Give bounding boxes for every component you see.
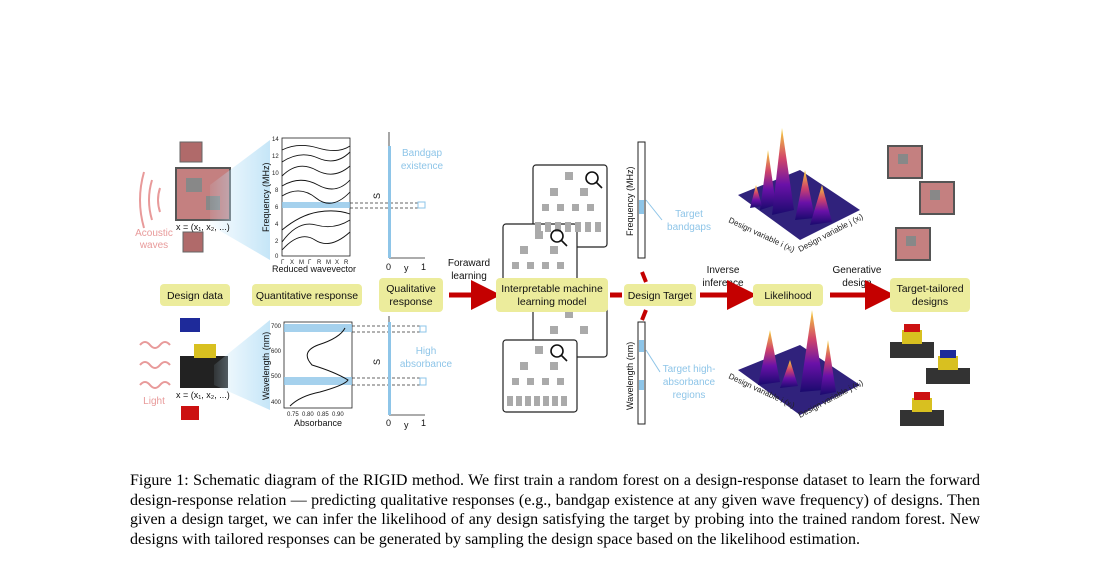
svg-text:2: 2: [275, 239, 279, 245]
band-structure-plot: 14 12 10 8 6 4 2 0 Γ X M Γ R M X R Reduc…: [261, 137, 356, 274]
svg-text:Qualitative: Qualitative: [386, 283, 436, 295]
svg-text:Design Target: Design Target: [628, 290, 693, 302]
svg-text:0.80: 0.80: [302, 412, 314, 418]
generated-optical-stacks: [890, 324, 970, 426]
svg-text:Target: Target: [675, 209, 703, 220]
svg-text:Target high-: Target high-: [663, 364, 716, 375]
top-design-formula: x = (x₁, x₂, ...): [176, 222, 230, 232]
svg-text:1: 1: [421, 418, 426, 428]
svg-text:inference: inference: [702, 278, 744, 289]
svg-text:400: 400: [271, 400, 282, 406]
likelihood-surface-bottom: Design variable i (xᵢ) Design variable j…: [727, 310, 865, 420]
projection-dashes: [350, 202, 420, 209]
svg-text:0: 0: [275, 254, 279, 260]
svg-text:y: y: [404, 420, 409, 430]
forward-learning-label-2: learning: [451, 271, 487, 282]
svg-text:0.85: 0.85: [317, 412, 329, 418]
svg-text:X: X: [335, 260, 339, 266]
high-absorbance-plot: S 0 y 1 High absorbance: [372, 316, 453, 430]
projection-cone: [210, 140, 270, 260]
svg-text:6: 6: [275, 205, 279, 211]
svg-text:0.90: 0.90: [332, 412, 344, 418]
svg-text:High: High: [416, 346, 437, 357]
svg-text:Wavelength (nm): Wavelength (nm): [261, 332, 271, 400]
svg-text:Wavelength (nm): Wavelength (nm): [625, 342, 635, 410]
likelihood-tag: [753, 284, 823, 306]
svg-text:absorbance: absorbance: [400, 359, 453, 370]
magnifier-icon: [550, 171, 603, 362]
svg-text:Quantitative response: Quantitative response: [256, 290, 358, 302]
figure-caption: Figure 1: Schematic diagram of the RIGID…: [130, 472, 980, 548]
light-label: Light: [143, 396, 165, 407]
svg-text:8: 8: [275, 188, 279, 194]
svg-text:500: 500: [271, 374, 282, 380]
likelihood-surface-top: Design variable i (xᵢ) Design variable j…: [727, 128, 865, 254]
target-tailored-tag: [890, 278, 970, 312]
svg-text:Generative: Generative: [833, 265, 882, 276]
svg-text:R: R: [317, 260, 322, 266]
svg-text:Γ: Γ: [308, 260, 312, 266]
acoustic-label-1: Acoustic: [135, 228, 173, 239]
svg-text:Absorbance: Absorbance: [294, 418, 342, 428]
qualitative-response-tag: [379, 278, 443, 312]
svg-text:Γ: Γ: [281, 260, 285, 266]
random-forest-trees: [502, 164, 608, 413]
svg-text:600: 600: [271, 349, 282, 355]
svg-text:Interpretable machine: Interpretable machine: [501, 283, 603, 295]
svg-text:R: R: [344, 260, 349, 266]
svg-text:M: M: [299, 260, 304, 266]
svg-text:absorbance: absorbance: [663, 377, 716, 388]
band-xlabel: Reduced wavevector: [272, 264, 356, 274]
forward-learning-label-1: Foraward: [448, 258, 490, 269]
svg-text:1: 1: [421, 262, 426, 272]
svg-text:existence: existence: [401, 161, 444, 172]
svg-text:Bandgap: Bandgap: [402, 148, 442, 159]
svg-text:Target-tailored: Target-tailored: [896, 283, 963, 295]
bottom-design-formula: x = (x₁, x₂, ...): [176, 390, 230, 400]
target-bandgap-bar: Frequency (MHz) Target bandgaps: [625, 141, 711, 259]
svg-text:learning model: learning model: [518, 296, 587, 308]
svg-text:14: 14: [272, 137, 279, 143]
generated-lattice-cubes: [887, 145, 955, 261]
ml-model-tag: [496, 278, 608, 312]
svg-text:designs: designs: [912, 296, 948, 308]
svg-text:regions: regions: [673, 390, 706, 401]
svg-text:Likelihood: Likelihood: [764, 290, 811, 302]
svg-text:0.75: 0.75: [287, 412, 299, 418]
svg-text:4: 4: [275, 222, 279, 228]
svg-text:S: S: [372, 359, 382, 365]
design-target-tag: [624, 284, 696, 306]
projection-cone-bottom: [214, 320, 270, 410]
svg-text:X: X: [290, 260, 294, 266]
light-waves-icon: [139, 341, 171, 389]
band-ylabel: Frequency (MHz): [261, 162, 271, 232]
svg-text:response: response: [389, 296, 432, 308]
target-absorbance-bar: Wavelength (nm) Target high- absorbance …: [625, 321, 716, 425]
svg-text:0: 0: [386, 418, 391, 428]
svg-text:Design data: Design data: [167, 290, 223, 302]
svg-text:12: 12: [272, 154, 279, 160]
absorbance-plot: 700 600 500 400 0.75 0.80 0.85 0.90 Abso…: [261, 321, 353, 428]
svg-text:y: y: [404, 263, 409, 273]
bandgap-existence-plot: S 0 y 1 Bandgap existence: [372, 132, 444, 273]
acoustic-label-2: waves: [139, 240, 168, 251]
design-data-tag: [160, 284, 230, 306]
svg-text:bandgaps: bandgaps: [667, 222, 711, 233]
acoustic-waves-icon: [139, 171, 161, 229]
svg-text:Frequency (MHz): Frequency (MHz): [625, 166, 635, 236]
quantitative-response-tag: [252, 284, 362, 306]
svg-text:10: 10: [272, 171, 279, 177]
svg-text:700: 700: [271, 324, 282, 330]
svg-text:S: S: [372, 193, 382, 199]
svg-text:Inverse: Inverse: [707, 265, 740, 276]
svg-text:0: 0: [386, 262, 391, 272]
svg-text:M: M: [326, 260, 331, 266]
svg-text:design: design: [842, 278, 871, 289]
